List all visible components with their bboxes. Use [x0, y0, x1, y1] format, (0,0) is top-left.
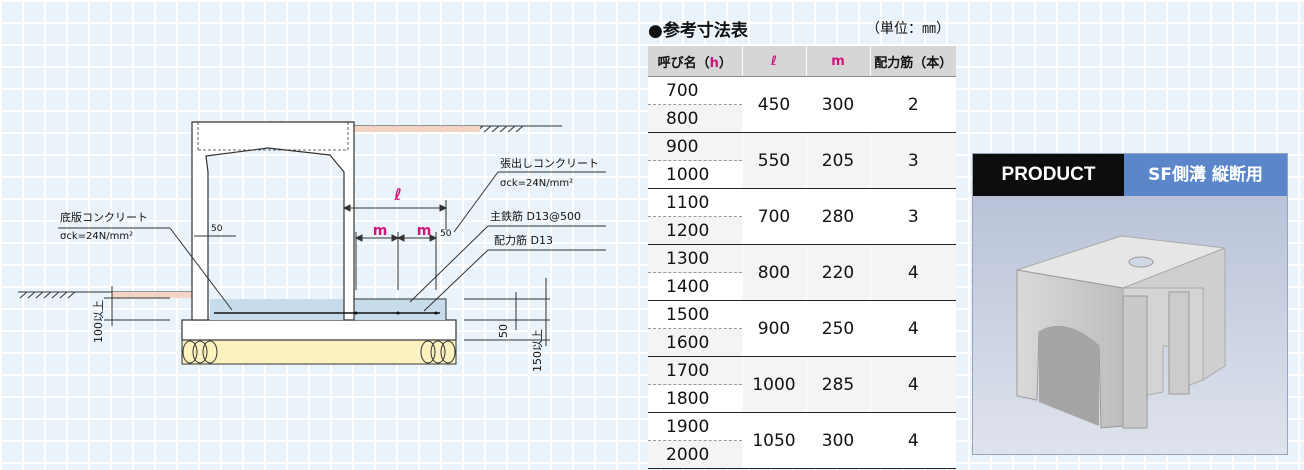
cell-rebar: 3 [869, 188, 956, 245]
cell-m: 300 [805, 412, 870, 469]
u-channel-body [191, 121, 355, 321]
cell-rebar: 4 [869, 300, 956, 357]
dim-100 [104, 286, 170, 326]
overhang-outline [348, 298, 447, 320]
table-unit: （単位：㎜） [866, 21, 950, 37]
cell-h-lower: 1000 [648, 160, 742, 189]
label-teiban-strength: σck=24N/mm² [60, 231, 133, 242]
label-50-right: 50 [440, 229, 452, 239]
dim-ell [342, 200, 448, 230]
cell-h-lower: 1600 [648, 328, 742, 357]
table-row: 2000 [648, 440, 956, 469]
table-row: 1800 [648, 384, 956, 413]
label-teiban-title: 底版コンクリート [60, 210, 148, 224]
cell-h-upper: 900 [648, 132, 742, 161]
header-m: m [805, 46, 870, 77]
dim-m [354, 232, 438, 290]
cell-ell: 700 [741, 188, 806, 245]
cell-ell: 900 [741, 300, 806, 357]
overhang-concrete [210, 299, 446, 320]
table-row: 1600 [648, 328, 956, 357]
cell-m: 205 [805, 132, 870, 189]
cell-m: 280 [805, 188, 870, 245]
label-m-right: m [417, 223, 432, 239]
label-main-rebar: 主鉄筋 D13@500 [490, 209, 581, 223]
u-channel-lid-dashed [197, 122, 349, 151]
product-panel: PRODUCT SF側溝 縦断用 [972, 153, 1288, 455]
product-name: SF側溝 縦断用 [1124, 154, 1287, 196]
header-name: 呼び名（h） [648, 46, 742, 77]
product-header: PRODUCT SF側溝 縦断用 [973, 154, 1287, 196]
cell-h-upper: 1100 [648, 188, 742, 217]
cell-h-lower: 800 [648, 104, 742, 133]
label-100: 100以上 [92, 300, 105, 343]
rebar-dot-2 [396, 311, 400, 315]
table-row: 800 [648, 104, 956, 133]
base-slab [181, 319, 457, 341]
product-badge: PRODUCT [973, 154, 1124, 196]
label-50-left: 50 [211, 224, 223, 234]
gravel-ovals-right [420, 340, 456, 364]
cell-m: 220 [805, 244, 870, 301]
ground-right [350, 126, 480, 132]
cell-m: 285 [805, 356, 870, 413]
cell-h-lower: 2000 [648, 440, 742, 469]
label-dist-rebar: 配力筋 D13 [494, 233, 553, 247]
cell-ell: 550 [741, 132, 806, 189]
label-ell: ℓ [393, 185, 402, 204]
cell-rebar: 4 [869, 244, 956, 301]
cell-rebar: 2 [869, 76, 956, 133]
cell-rebar: 4 [869, 356, 956, 413]
product-photo [973, 196, 1287, 454]
header-rebar: 配力筋（本） [869, 46, 956, 77]
cell-rebar: 3 [869, 132, 956, 189]
gravel-base [181, 339, 457, 365]
rebar-dot-3 [434, 311, 438, 315]
cell-ell: 1050 [741, 412, 806, 469]
cell-h-upper: 1700 [648, 356, 742, 385]
dim-50-left [194, 226, 236, 244]
cell-h-lower: 1200 [648, 216, 742, 245]
rebar-dot-1 [354, 311, 358, 315]
cross-section-drawing: ℓ m m 50 50 底版コンクリート σck=24N/mm² 張出しコンクリ… [18, 121, 606, 372]
label-150: 150以上 [531, 329, 544, 372]
leader-lines [58, 171, 606, 312]
cell-rebar: 4 [869, 412, 956, 469]
cell-h-lower: 1400 [648, 272, 742, 301]
cell-m: 300 [805, 76, 870, 133]
cell-h-upper: 1300 [648, 244, 742, 273]
label-m-left: m [373, 223, 388, 239]
cell-h-upper: 1900 [648, 412, 742, 441]
cell-ell: 1000 [741, 356, 806, 413]
label-harida-strength: σck=24N/mm² [500, 178, 573, 189]
gravel-ovals-left [182, 340, 218, 364]
cell-h-upper: 1500 [648, 300, 742, 329]
cell-ell: 800 [741, 244, 806, 301]
table-row: 1200 [648, 216, 956, 245]
cell-h-upper: 700 [648, 76, 742, 105]
cell-h-lower: 1800 [648, 384, 742, 413]
ground-left [112, 292, 206, 298]
dim-right [464, 278, 550, 346]
header-ell: ℓ [741, 46, 806, 77]
cell-ell: 450 [741, 76, 806, 133]
label-50-bottom: 50 [497, 324, 510, 338]
table-title: ●参考寸法表 [648, 21, 748, 41]
table-header-row: 呼び名（h） ℓ m 配力筋（本） [648, 46, 956, 77]
table-row: 1400 [648, 272, 956, 301]
table-row: 1000 [648, 160, 956, 189]
label-harida-title: 張出しコンクリート [500, 156, 599, 170]
cell-m: 250 [805, 300, 870, 357]
